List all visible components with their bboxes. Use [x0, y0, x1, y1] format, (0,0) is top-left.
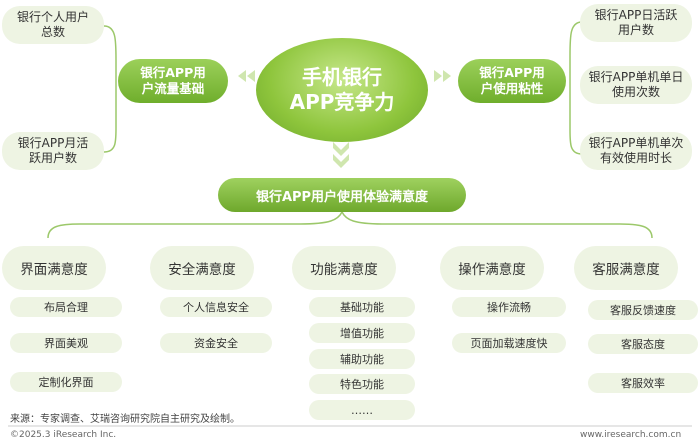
item-service-attitude: 客服态度	[588, 334, 698, 354]
website: www.iresearch.com.cn	[580, 430, 682, 440]
node-text: 银行APP用	[479, 65, 545, 80]
leaf-text: 有效使用时长	[599, 151, 672, 165]
node-traffic-basis: 银行APP用户流量基础	[118, 59, 228, 103]
item-auxiliary-function: 辅助功能	[309, 349, 415, 369]
center-text: APP竞争力	[289, 90, 395, 114]
item-smooth-operation: 操作流畅	[452, 297, 566, 317]
node-text: 户使用粘性	[480, 81, 544, 96]
left-leaf-user-total: 银行个人用户总数	[2, 6, 104, 44]
experience-satisfaction-bar: 银行APP用户使用体验满意度	[218, 178, 466, 212]
leaf-text: 银行APP单机单日	[588, 70, 684, 84]
leaf-text: 跃用户数	[28, 151, 77, 165]
copyright: ©2025.3 iResearch Inc.	[10, 430, 117, 440]
leaf-text: 银行APP单机单次	[588, 136, 684, 150]
right-leaf-daily-uses: 银行APP单机单日使用次数	[580, 66, 692, 104]
category-service: 客服满意度	[574, 246, 678, 290]
node-text: 户流量基础	[141, 81, 205, 96]
item-layout: 布局合理	[10, 297, 122, 317]
node-text: 银行APP用	[140, 65, 206, 80]
leaf-text: 用户数	[617, 23, 654, 37]
left-leaf-monthly-active: 银行APP月活跃用户数	[2, 132, 104, 170]
item-value-added-function: 增值功能	[309, 323, 415, 343]
node-user-stickiness: 银行APP用户使用粘性	[458, 59, 566, 103]
leaf-text: 银行APP月活	[17, 136, 89, 150]
item-featured-function: 特色功能	[309, 374, 415, 394]
item-basic-function: 基础功能	[309, 297, 415, 317]
right-leaf-daily-active: 银行APP日活跃用户数	[580, 4, 692, 42]
item-fast-loading: 页面加载速度快	[452, 333, 566, 353]
leaf-text: 银行APP日活跃	[594, 8, 678, 22]
item-service-response: 客服反馈速度	[588, 300, 698, 320]
right-leaf-session-duration: 银行APP单机单次有效使用时长	[580, 132, 692, 170]
source-note: 来源：专家调查、艾瑞咨询研究院自主研究及绘制。	[10, 414, 240, 425]
item-fund-security: 资金安全	[160, 333, 272, 353]
item-service-efficiency: 客服效率	[588, 373, 698, 393]
item-appearance: 界面美观	[10, 333, 122, 353]
category-security: 安全满意度	[150, 246, 254, 290]
center-text: 手机银行	[301, 65, 382, 89]
item-info-security: 个人信息安全	[160, 297, 272, 317]
item-customization: 定制化界面	[10, 372, 122, 392]
leaf-text: 使用次数	[611, 85, 660, 99]
category-function: 功能满意度	[292, 246, 396, 290]
leaf-text: 银行个人用户	[16, 10, 89, 24]
leaf-text: 总数	[40, 25, 65, 39]
category-interface: 界面满意度	[2, 246, 106, 290]
category-operation: 操作满意度	[440, 246, 544, 290]
item-more: ……	[309, 400, 415, 420]
